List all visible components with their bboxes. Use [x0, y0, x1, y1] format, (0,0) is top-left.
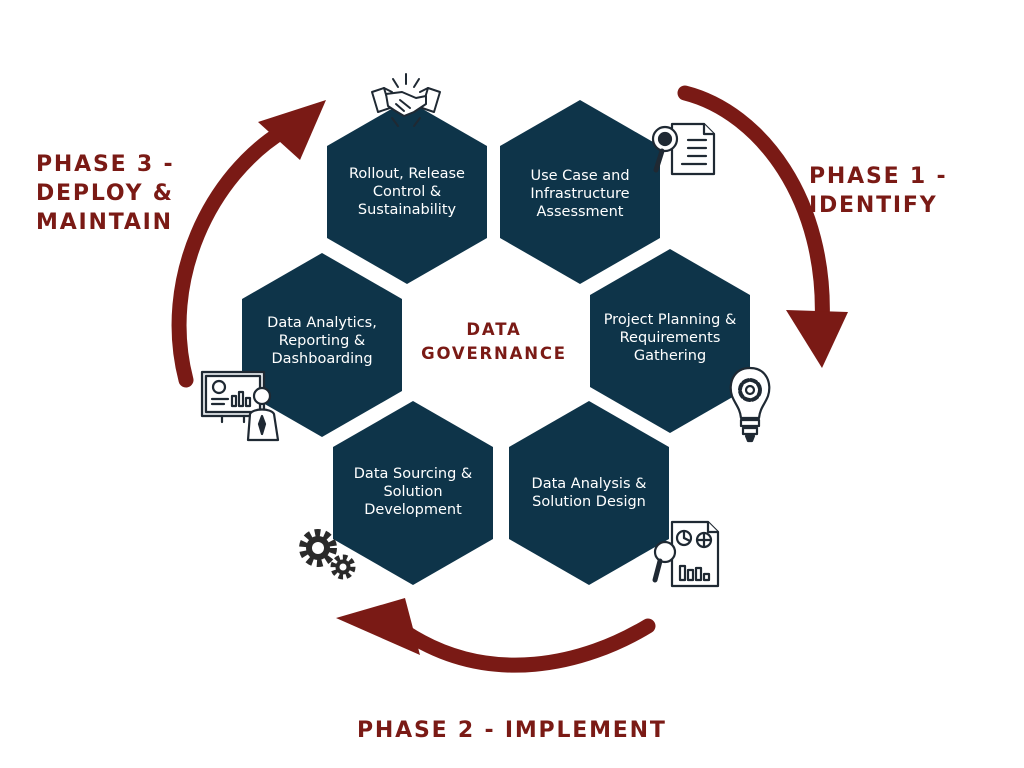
phase1-arrowhead [786, 310, 848, 368]
step-data-sourcing-line-2: Solution [383, 484, 443, 500]
step-project-planning-line-3: Gathering [633, 348, 707, 364]
phase3-arrowhead [258, 100, 326, 160]
phase2-label: PHASE 2 - IMPLEMENT [357, 716, 667, 745]
hexagon-use-case [500, 100, 660, 284]
hexagon-rollout [327, 100, 487, 284]
step-use-case-line-1: Use Case and [530, 168, 630, 184]
center-title-line-1: DATA [466, 320, 522, 339]
step-data-analytics-line-3: Dashboarding [271, 351, 373, 367]
step-data-analytics-line-2: Reporting & [278, 333, 366, 349]
step-rollout-line-3: Sustainability [357, 202, 457, 218]
hexagon-data-sourcing [333, 401, 493, 585]
phase1-arrow [677, 85, 830, 333]
hexagon-data-analysis [509, 401, 669, 585]
hexagon-data-analytics [242, 253, 402, 437]
phase3-label-line-1: PHASE 3 - [36, 152, 175, 177]
phase3-label-line-3: MAINTAIN [36, 210, 173, 235]
step-data-analytics: Data Analytics, Reporting & Dashboarding [241, 249, 403, 433]
step-use-case: Use Case and Infrastructure Assessment [499, 102, 661, 286]
phase3-arrow [171, 122, 293, 388]
step-use-case-line-3: Assessment [536, 204, 624, 220]
phase3-label-line-2: DEPLOY & [36, 181, 174, 206]
step-data-analysis-line-2: Solution Design [532, 494, 646, 510]
step-rollout-line-2: Control & [372, 184, 442, 200]
step-data-analytics-line-1: Data Analytics, [267, 315, 377, 331]
step-data-analysis: Data Analysis & Solution Design [508, 401, 670, 585]
step-project-planning-line-2: Requirements [619, 330, 721, 346]
step-data-sourcing-line-3: Development [364, 502, 462, 518]
phase2-arrow [397, 618, 656, 673]
phase1-label: PHASE 1 - IDENTIFY [809, 162, 947, 220]
phase1-label-line-2: IDENTIFY [809, 193, 938, 218]
phase2-label-line-1: PHASE 2 - IMPLEMENT [357, 718, 667, 743]
center-title: DATA GOVERNANCE [414, 318, 574, 366]
step-project-planning-line-1: Project Planning & [603, 312, 737, 328]
hexagon-project-planning [590, 249, 750, 433]
step-data-sourcing-line-1: Data Sourcing & [353, 466, 473, 482]
step-use-case-line-2: Infrastructure [530, 186, 630, 202]
step-rollout: Rollout, Release Control & Sustainabilit… [326, 100, 488, 284]
step-data-analysis-line-1: Data Analysis & [531, 476, 647, 492]
phase1-label-line-1: PHASE 1 - [809, 164, 948, 189]
step-rollout-line-1: Rollout, Release [349, 166, 465, 182]
center-title-line-2: GOVERNANCE [421, 344, 567, 363]
step-project-planning: Project Planning & Requirements Gatherin… [589, 246, 751, 430]
step-data-sourcing: Data Sourcing & Solution Development [332, 400, 494, 584]
phase3-label: PHASE 3 - DEPLOY & MAINTAIN [36, 150, 174, 237]
phase2-arrowhead [336, 598, 420, 655]
